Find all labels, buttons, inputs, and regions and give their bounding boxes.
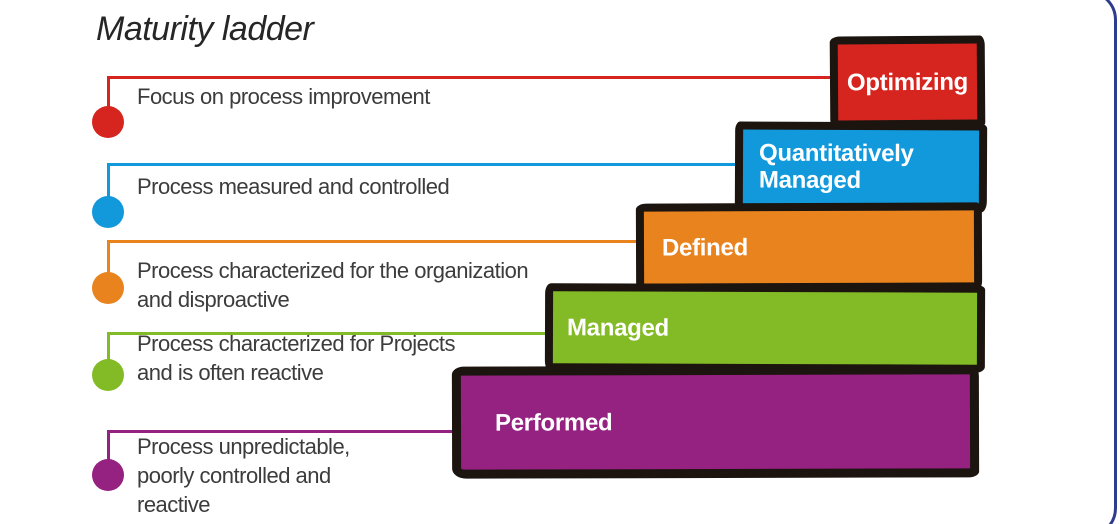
connector-drop-quantitatively-managed	[107, 163, 110, 212]
step-label: Performed	[494, 408, 613, 437]
step-label: Defined	[661, 233, 748, 262]
step-box-defined: Defined	[635, 202, 983, 292]
step-box-quantitatively-managed: Quantitatively Managed	[734, 121, 988, 213]
bullet-dot-optimizing	[92, 106, 124, 138]
step-label: Managed	[758, 166, 861, 194]
connector-line-optimizing	[107, 76, 834, 79]
step-box-managed: Managed	[544, 283, 986, 373]
description-line: reactive	[137, 492, 211, 517]
connector-line-managed	[107, 332, 549, 335]
description-line: poorly controlled and	[137, 463, 331, 488]
description-line: and is often reactive	[137, 360, 324, 385]
description-line: Process characterized for the organizati…	[137, 258, 529, 283]
connector-drop-managed	[107, 332, 110, 375]
description-line: Process measured and controlled	[137, 174, 450, 199]
description-line: and disproactive	[137, 287, 290, 312]
connector-line-defined	[107, 240, 640, 243]
connector-drop-optimizing	[107, 76, 110, 122]
step-box-performed: Performed	[451, 365, 980, 479]
description-performed: Process unpredictable, poorly controlled…	[137, 432, 657, 519]
bullet-dot-quantitatively-managed	[92, 196, 124, 228]
page-title: Maturity ladder	[96, 10, 314, 48]
description-defined: Process characterized for the organizati…	[137, 256, 657, 314]
step-label: Quantitatively	[759, 139, 914, 168]
step-label: Optimizing	[846, 68, 969, 96]
description-line: Process characterized for Projects	[137, 331, 456, 356]
bullet-dot-managed	[92, 359, 124, 391]
description-optimizing: Focus on process improvement	[137, 82, 657, 111]
step-label: Managed	[566, 313, 669, 342]
description-line: Process unpredictable,	[137, 434, 350, 459]
connector-drop-defined	[107, 240, 110, 288]
connector-line-quantitatively-managed	[107, 163, 740, 166]
description-managed: Process characterized for Projects and i…	[137, 329, 657, 387]
bullet-dot-performed	[92, 459, 124, 491]
description-quantitatively-managed: Process measured and controlled	[137, 172, 657, 201]
step-box-optimizing: Optimizing	[829, 35, 986, 129]
description-line: Focus on process improvement	[137, 84, 430, 109]
bullet-dot-defined	[92, 272, 124, 304]
connector-drop-performed	[107, 430, 110, 475]
connector-line-performed	[107, 430, 457, 433]
